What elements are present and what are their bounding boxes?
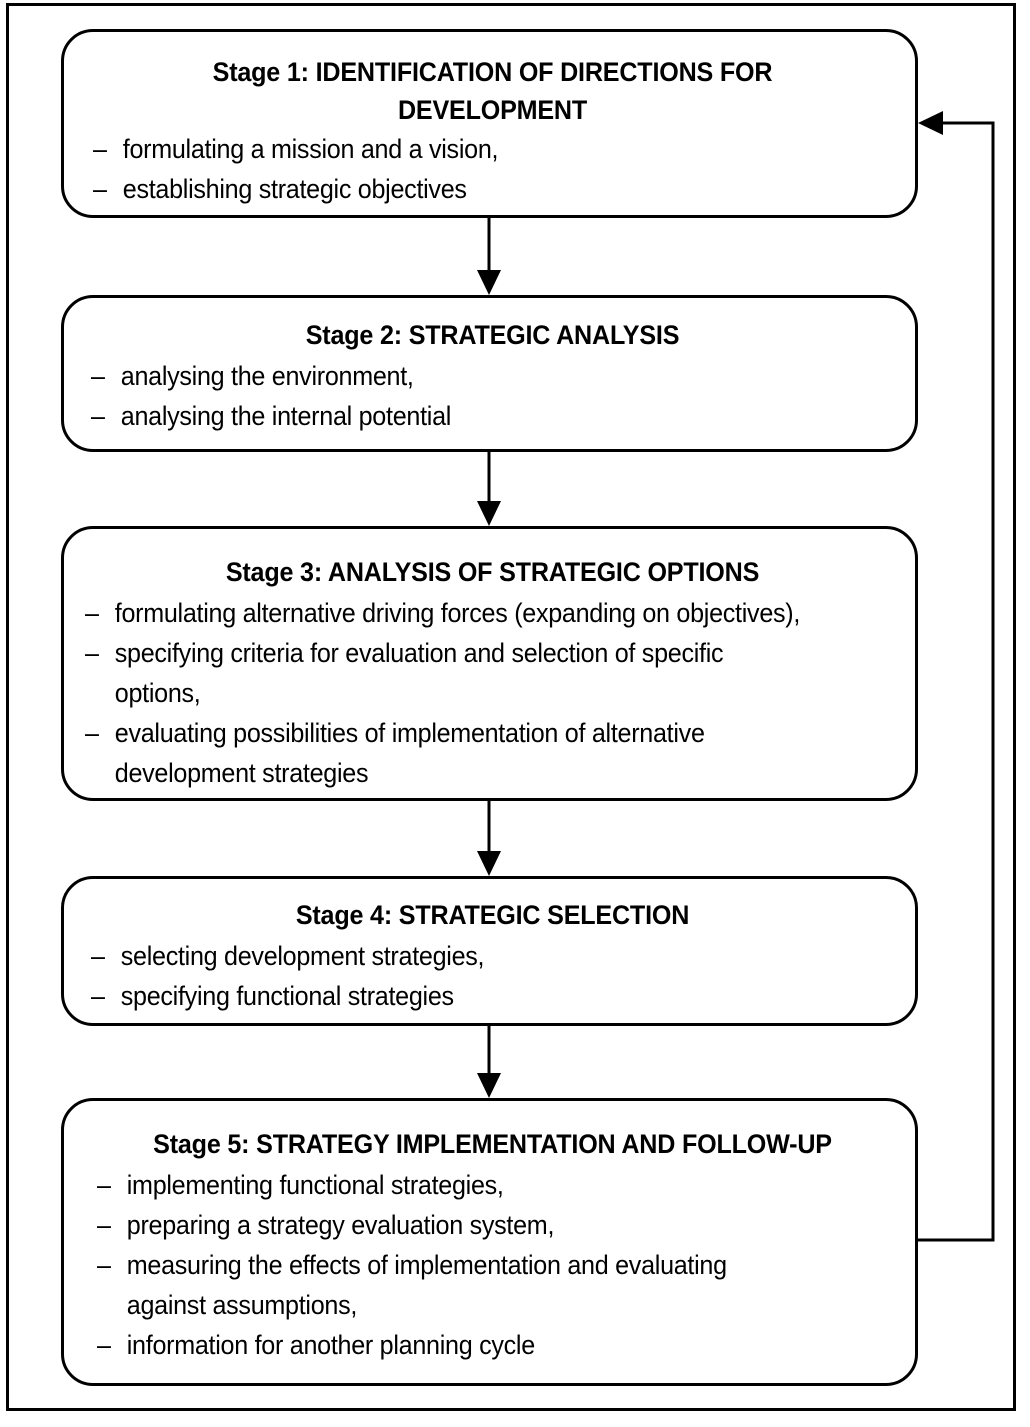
stage-5-title: Stage 5: STRATEGY IMPLEMENTATION AND FOL… xyxy=(153,1129,832,1159)
dash-bullet: – xyxy=(97,1250,111,1280)
dash-bullet: – xyxy=(85,598,99,628)
stage-1-title-line-2: DEVELOPMENT xyxy=(397,95,588,125)
dash-bullet: – xyxy=(97,1170,111,1200)
stage-3-title: Stage 3: ANALYSIS OF STRATEGIC OPTIONS xyxy=(225,557,760,587)
arrowhead-to-stage-3 xyxy=(477,501,501,526)
stage-1-items: –formulating a mission and a vision, –es… xyxy=(93,129,529,209)
list-item: –evaluating possibilities of implementat… xyxy=(85,713,800,753)
stage-3-items: –formulating alternative driving forces … xyxy=(85,593,854,793)
list-item-continuation: against assumptions, xyxy=(126,1290,358,1320)
stage-3-box: Stage 3: ANALYSIS OF STRATEGIC OPTIONS –… xyxy=(61,526,918,801)
dash-bullet: – xyxy=(85,718,99,748)
arrowhead-to-stage-4 xyxy=(477,851,501,876)
list-item: –establishing strategic objectives xyxy=(93,169,498,209)
dash-bullet: – xyxy=(97,1330,111,1360)
list-item: –specifying functional strategies xyxy=(91,976,484,1016)
dash-bullet: – xyxy=(91,401,105,431)
dash-bullet: – xyxy=(85,638,99,668)
list-item: –information for another planning cycle xyxy=(97,1325,727,1365)
stage-2-box: Stage 2: STRATEGIC ANALYSIS –analysing t… xyxy=(61,295,918,452)
list-item: –formulating a mission and a vision, xyxy=(93,129,498,169)
stage-4-title: Stage 4: STRATEGIC SELECTION xyxy=(295,900,690,930)
list-item: –measuring the effects of implementation… xyxy=(97,1245,727,1285)
dash-bullet: – xyxy=(91,981,105,1011)
dash-bullet: – xyxy=(91,941,105,971)
stage-4-items: –selecting development strategies, –spec… xyxy=(91,936,514,1016)
list-item: –selecting development strategies, xyxy=(91,936,485,976)
arrowhead-to-stage-5 xyxy=(477,1073,501,1098)
dash-bullet: – xyxy=(91,361,105,391)
list-item: –preparing a strategy evaluation system, xyxy=(97,1205,727,1245)
dash-bullet: – xyxy=(93,134,107,164)
stage-1-box: Stage 1: IDENTIFICATION OF DIRECTIONS FO… xyxy=(61,29,918,218)
arrowhead-feedback-to-stage-1 xyxy=(918,111,943,135)
dash-bullet: – xyxy=(93,174,107,204)
stage-5-box: Stage 5: STRATEGY IMPLEMENTATION AND FOL… xyxy=(61,1098,918,1386)
feedback-loop-line xyxy=(918,121,995,1242)
stage-2-items: –analysing the environment, –analysing t… xyxy=(91,356,478,436)
diagram-frame xyxy=(6,3,1016,1411)
list-item-continuation: options, xyxy=(114,678,201,708)
list-item: –analysing the internal potential xyxy=(91,396,451,436)
arrowhead-to-stage-2 xyxy=(477,270,501,295)
list-item: –analysing the environment, xyxy=(91,356,451,396)
stage-4-box: Stage 4: STRATEGIC SELECTION –selecting … xyxy=(61,876,918,1026)
stage-2-title: Stage 2: STRATEGIC ANALYSIS xyxy=(305,320,680,350)
list-item: –specifying criteria for evaluation and … xyxy=(85,633,800,673)
list-item: –formulating alternative driving forces … xyxy=(85,593,800,633)
list-item: –implementing functional strategies, xyxy=(97,1165,727,1205)
dash-bullet: – xyxy=(97,1210,111,1240)
stage-5-items: –implementing functional strategies, –pr… xyxy=(97,1165,774,1365)
list-item-continuation: development strategies xyxy=(114,758,369,788)
stage-1-title-line-1: Stage 1: IDENTIFICATION OF DIRECTIONS FO… xyxy=(212,57,773,87)
